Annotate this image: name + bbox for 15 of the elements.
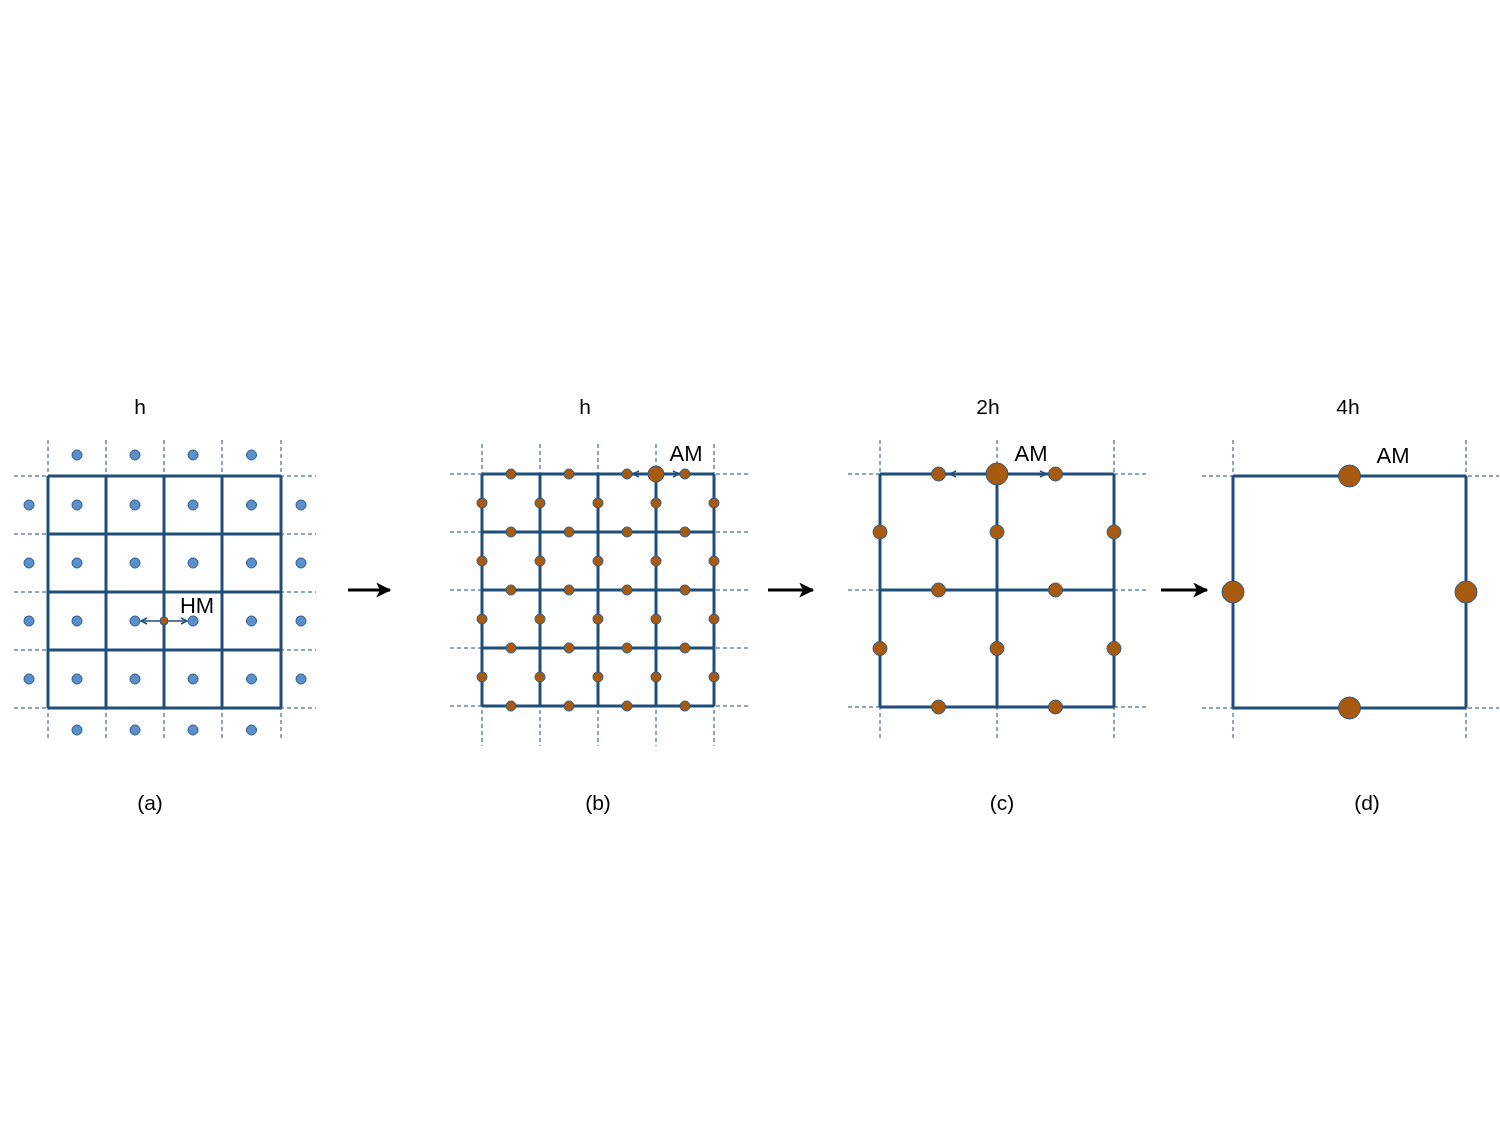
- arrow: [1161, 582, 1209, 598]
- panel-heading: h: [134, 394, 146, 421]
- panel-heading: 4h: [1336, 394, 1360, 421]
- panel-caption: (c): [989, 790, 1015, 817]
- panel-caption: (a): [137, 790, 163, 817]
- grid-label: AM: [1014, 439, 1048, 468]
- panel-heading: 2h: [976, 394, 1000, 421]
- panel-caption: (b): [585, 790, 611, 817]
- panel-caption: (d): [1354, 790, 1380, 817]
- grid-label: AM: [1376, 441, 1410, 470]
- grid-label: AM: [669, 439, 703, 468]
- arrow: [768, 582, 815, 598]
- arrow: [348, 582, 392, 598]
- grid-label: HM: [179, 591, 215, 620]
- panel-heading: h: [579, 394, 591, 421]
